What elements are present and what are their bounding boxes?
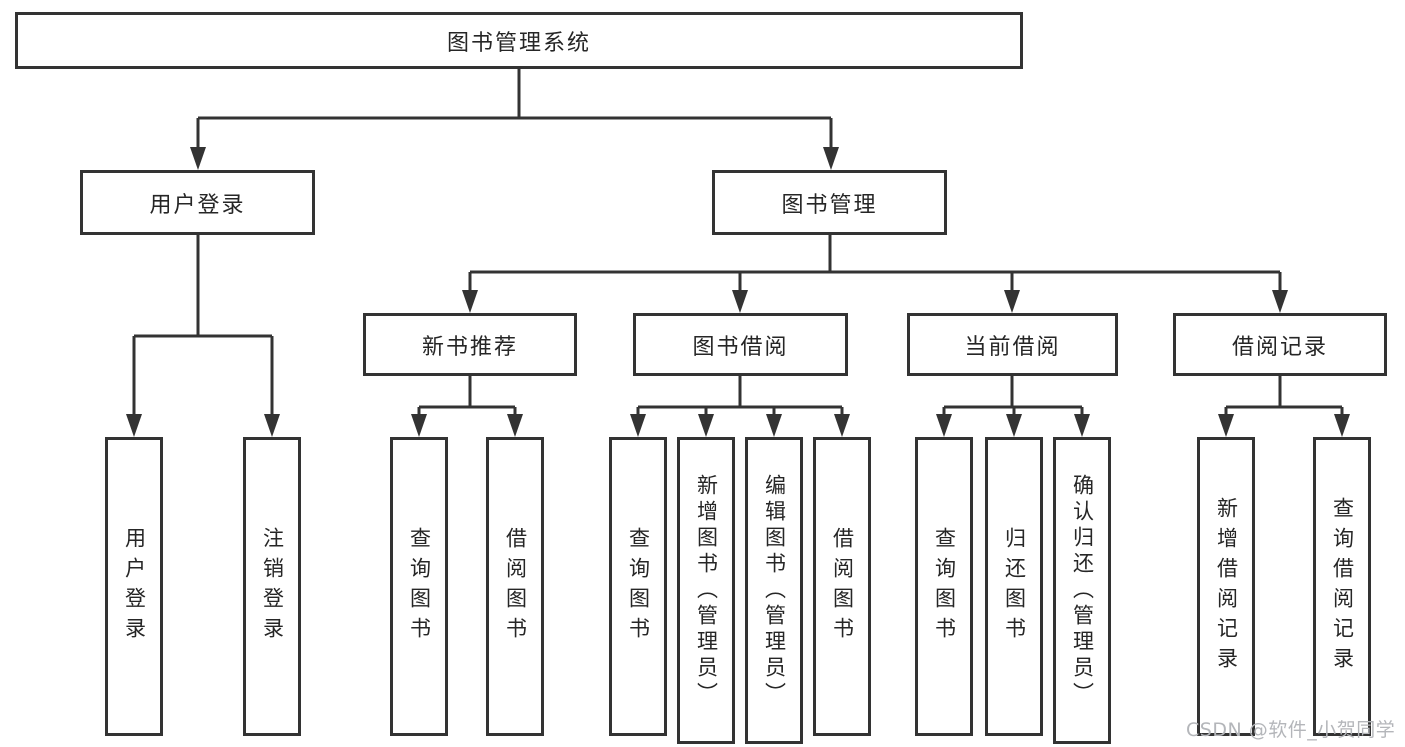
node-label: 图书借阅 [692,334,789,360]
leaf-query-books-borrowing: 查询图书 [609,437,667,736]
node-new-book-recommend: 新书推荐 [363,313,577,376]
leaf-confirm-return-admin: 确认归还（管理员） [1053,437,1111,744]
leaf-query-books-current: 查询图书 [915,437,973,736]
leaf-add-borrow-record: 新增借阅记录 [1197,437,1255,736]
node-label: 新增借阅记录 [1214,496,1239,677]
leaf-edit-books-admin: 编辑图书（管理员） [745,437,803,744]
node-label: 图书管理系统 [446,30,591,56]
leaf-user-login: 用户登录 [105,437,163,736]
node-label: 图书管理 [781,192,878,218]
node-label: 用户登录 [122,526,147,647]
node-borrowing-records: 借阅记录 [1173,313,1387,376]
node-label: 新书推荐 [421,334,518,360]
node-label: 查询图书 [932,526,957,647]
node-label: 确认归还（管理员） [1070,473,1095,708]
node-label: 编辑图书（管理员） [762,473,787,708]
node-label: 查询借阅记录 [1330,496,1355,677]
arrowhead-icons [126,147,1350,437]
node-current-borrowing: 当前借阅 [907,313,1118,376]
leaf-borrow-books-recommend: 借阅图书 [486,437,544,736]
watermark-text: CSDN @软件_小贺同学 [1186,719,1396,741]
node-label: 查询图书 [407,526,432,647]
node-book-management: 图书管理 [712,170,947,235]
node-label: 借阅图书 [503,526,528,647]
node-book-borrowing: 图书借阅 [633,313,848,376]
node-label: 当前借阅 [964,334,1061,360]
leaf-return-books: 归还图书 [985,437,1043,736]
leaf-query-books-recommend: 查询图书 [390,437,448,736]
node-user-login: 用户登录 [80,170,315,235]
node-label: 借阅图书 [830,526,855,647]
node-label: 借阅记录 [1231,334,1328,360]
node-library-management-system: 图书管理系统 [15,12,1023,69]
node-label: 用户登录 [149,192,246,218]
leaf-query-borrow-record: 查询借阅记录 [1313,437,1371,736]
leaf-add-books-admin: 新增图书（管理员） [677,437,735,744]
node-label: 查询图书 [626,526,651,647]
node-label: 归还图书 [1002,526,1027,647]
leaf-borrow-books: 借阅图书 [813,437,871,736]
leaf-logout: 注销登录 [243,437,301,736]
node-label: 新增图书（管理员） [694,473,719,708]
node-label: 注销登录 [260,526,285,647]
